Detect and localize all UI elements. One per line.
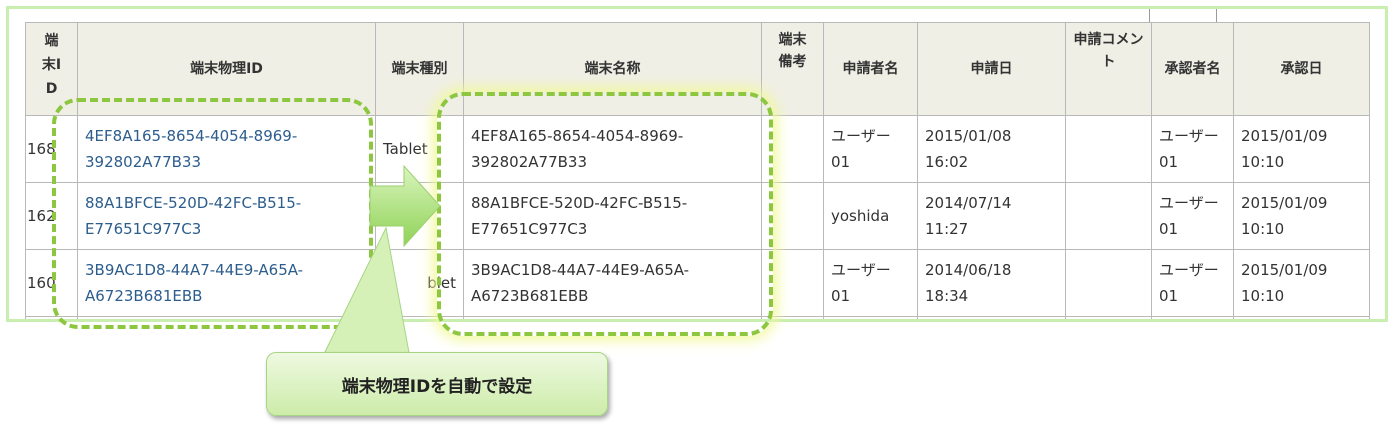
cell-apply-comment (1065, 182, 1152, 250)
column-header-physical-id[interactable]: 端末物理ID (77, 22, 376, 116)
table-row: 162 88A1BFCE-520D-42FC-B515-E77651C977C3… (25, 182, 1370, 250)
device-table-panel: 端末ID 端末物理ID 端末種別 端末名称 端末備考 申請者名 申請日 申請コメ… (6, 6, 1388, 322)
cell-note (761, 249, 824, 317)
cell-note (761, 115, 824, 183)
cell-applicant: yoshida (823, 182, 918, 250)
device-table: 端末ID 端末物理ID 端末種別 端末名称 端末備考 申請者名 申請日 申請コメ… (25, 22, 1370, 319)
cell-physical-id-link[interactable]: 3B9AC1D8-44A7-44E9-A65A-A6723B681EBB (77, 249, 376, 317)
column-header-name[interactable]: 端末名称 (463, 22, 762, 116)
cell-type: Tablet (375, 115, 464, 183)
column-header-note[interactable]: 端末備考 (761, 22, 824, 116)
cell-name: 88A1BFCE-520D-42FC-B515-E77651C977C3 (463, 182, 762, 250)
cell-physical-id-link[interactable]: 88A1BFCE-520D-42FC-B515-E77651C977C3 (77, 182, 376, 250)
column-header-apply-comment[interactable]: 申請コメント (1065, 22, 1152, 116)
cell-device-id: 160 (25, 249, 78, 317)
callout-auto-set: 端末物理IDを自動で設定 (266, 352, 608, 416)
column-header-type[interactable]: 端末種別 (375, 22, 464, 116)
table-row: 160 3B9AC1D8-44A7-44E9-A65A-A6723B681EBB… (25, 249, 1370, 317)
column-header-apply-date[interactable]: 申請日 (917, 22, 1066, 116)
table-row-partial (25, 316, 1370, 319)
cell-physical-id-link[interactable]: 4EF8A165-8654-4054-8969-392802A77B33 (77, 115, 376, 183)
cell-note (761, 182, 824, 250)
cell-name: 4EF8A165-8654-4054-8969-392802A77B33 (463, 115, 762, 183)
table-row: 168 4EF8A165-8654-4054-8969-392802A77B33… (25, 115, 1370, 183)
cell-device-id: 162 (25, 182, 78, 250)
cell-apply-comment (1065, 249, 1152, 317)
cell-apply-comment (1065, 115, 1152, 183)
cell-device-id: 168 (25, 115, 78, 183)
cell-type: blet (375, 249, 464, 317)
column-header-device-id[interactable]: 端末ID (25, 22, 78, 116)
callout-text: 端末物理IDを自動で設定 (341, 376, 533, 397)
column-header-approve-date[interactable]: 承認日 (1233, 22, 1370, 116)
cell-name: 3B9AC1D8-44A7-44E9-A65A-A6723B681EBB (463, 249, 762, 317)
column-header-approver[interactable]: 承認者名 (1151, 22, 1234, 116)
table-header-row: 端末ID 端末物理ID 端末種別 端末名称 端末備考 申請者名 申請日 申請コメ… (25, 22, 1370, 116)
column-header-applicant[interactable]: 申請者名 (823, 22, 918, 116)
cell-type (375, 182, 464, 250)
